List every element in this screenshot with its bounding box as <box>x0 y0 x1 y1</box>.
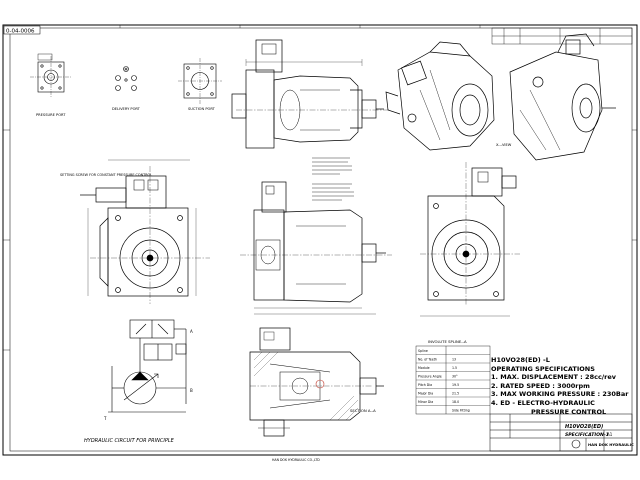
spline-row-label: No. of Teeth <box>418 358 437 362</box>
section-hatching <box>253 351 359 421</box>
isometric-view-1 <box>385 41 495 151</box>
spec-item-speed: 2. RATED SPEED : 3000rpm <box>491 381 590 390</box>
spec-model: H10VO28(ED) -L <box>491 356 550 364</box>
hydraulic-circuit-label: HYDRAULIC CIRCUIT FOR PRINCIPLE <box>84 438 175 444</box>
spline-row-value: 18.0 <box>452 400 459 404</box>
spline-row-value: 19.5 <box>452 383 459 387</box>
setting-screw-line: SETTING SCREW FOR CONSTANT PRESSURE CONT… <box>60 173 152 177</box>
title-block-sheet: A1 <box>607 432 613 437</box>
spline-row-label: Module <box>418 366 430 370</box>
spec-item-pressure: 3. MAX WORKING PRESSURE : 230Bar <box>491 390 629 399</box>
spec-item-displacement: 1. MAX. DISPLACEMENT : 28cc/rev <box>491 373 617 382</box>
pressure-port-detail <box>30 53 72 98</box>
pump-top-side-view <box>231 39 390 149</box>
title-block-drawing-no: H10VO28(ED) <box>565 424 603 430</box>
spline-row-label: Minor Dia <box>418 400 433 404</box>
company-logo <box>571 439 581 449</box>
top-view-notes <box>312 157 352 175</box>
revision-table <box>491 27 633 45</box>
spec-item-control: 4. ED - ELECTRO-HYDRAULIC <box>491 398 595 407</box>
isometric-view-2 <box>509 33 616 161</box>
spline-row-value: 21.5 <box>452 392 459 396</box>
pressure-port-label: PRESSURE PORT <box>36 113 66 117</box>
section-aa-label: SECTION A--A <box>350 408 376 413</box>
delivery-port-label: DELIVERY PORT <box>112 107 141 111</box>
spline-row-label: Pressure Angle <box>418 375 442 379</box>
delivery-port-detail <box>115 66 137 91</box>
spec-item-control-cont: PRESSURE CONTROL <box>531 407 607 416</box>
spline-row-value: 30° <box>452 375 458 379</box>
side-view-center <box>240 181 392 315</box>
spline-row-label: Pitch Dia <box>418 383 432 387</box>
suction-port-detail <box>178 58 222 104</box>
sheet-inner-border <box>9 27 633 452</box>
zone-ticks <box>3 25 637 351</box>
hydraulic-port-a: A <box>190 329 193 334</box>
hydraulic-port-b: B <box>190 388 193 393</box>
spline-row-value: 1.5 <box>452 366 457 370</box>
spline-row-label: Major Dia <box>418 392 433 396</box>
setting-screw-label: SETTING SCREW FOR CONSTANT PRESSURE CONT… <box>60 173 152 177</box>
drawing-number-box <box>3 25 41 35</box>
spline-row-value: 13 <box>452 358 456 362</box>
suction-port-label: SUCTION PORT <box>188 107 216 111</box>
hydraulic-port-t: T <box>103 416 107 421</box>
rear-view-right <box>420 162 520 317</box>
front-view-left <box>80 159 210 304</box>
side-view-notes <box>312 183 354 201</box>
title-block <box>489 413 633 452</box>
spline-row-value: Side Fitting <box>452 409 470 413</box>
drawing-number-top: 0-04-0006 <box>6 29 35 35</box>
x-view-label: X---VIEW <box>496 143 512 147</box>
title-block-company: HAN DOK HYDRAULIC <box>588 442 634 447</box>
spline-row-label: Spline <box>418 349 428 353</box>
footer-text: HAN DOK HYDRAULIC CO.,LTD <box>272 458 320 462</box>
operating-specifications: H10VO28(ED) -L OPERATING SPECIFICATIONS … <box>491 356 637 416</box>
section-aa <box>249 327 384 437</box>
title-block-title: SPECIFICATION-1 <box>565 432 609 438</box>
hydraulic-circuit <box>108 319 187 413</box>
spline-table-title: INVOLUTE SPLINE--A <box>428 339 467 344</box>
spec-heading: OPERATING SPECIFICATIONS <box>491 364 595 373</box>
